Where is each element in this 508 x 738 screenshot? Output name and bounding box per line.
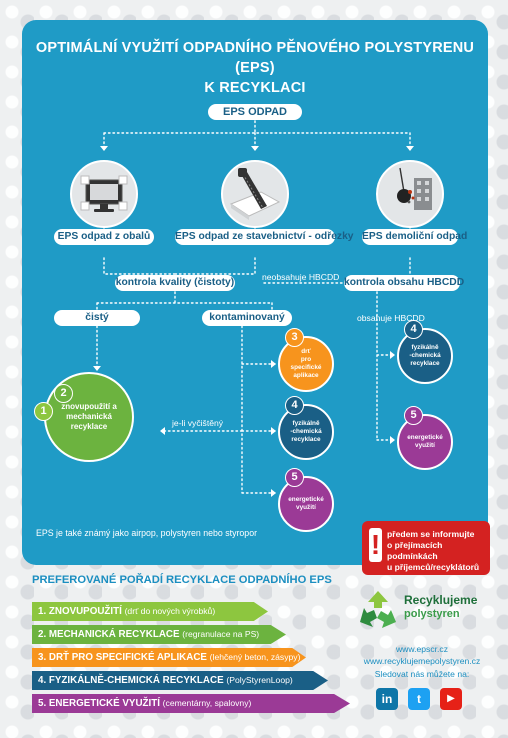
exclamation-icon: ! bbox=[369, 528, 382, 562]
title-line-1: OPTIMÁLNÍ VYUŽITÍ ODPADNÍHO PĚNOVÉHO POL… bbox=[35, 40, 475, 76]
physchem-circle-hbcdd: fyzikálně -chemická recyklace bbox=[397, 328, 453, 384]
physchem-line-1: fyzikálně bbox=[292, 420, 320, 427]
flow-panel: OPTIMÁLNÍ VYUŽITÍ ODPADNÍHO PĚNOVÉHO POL… bbox=[22, 20, 488, 565]
rank-5-detail: (cementárny, spalovny) bbox=[162, 698, 252, 708]
rank-row-3: 3. DRŤ PRO SPECIFICKÉ APLIKACE (lehčený … bbox=[32, 648, 306, 667]
brand-line-2: polystyren bbox=[404, 608, 460, 620]
website-link-recyklujeme[interactable]: www.recyklujemepolystyren.cz bbox=[363, 656, 481, 666]
saw-cutting-icon bbox=[229, 168, 281, 220]
demolition-source bbox=[376, 160, 444, 228]
rank-2-detail: (regranulace na PS) bbox=[182, 629, 260, 639]
rank-badge-4-hbcdd: 4 bbox=[404, 320, 423, 339]
warning-line-2: o přejímacích podmínkách bbox=[387, 540, 443, 561]
contaminated-box: kontaminovaný bbox=[202, 310, 292, 326]
warning-line-1: předem se informujte bbox=[387, 529, 475, 539]
rank-badge-2: 2 bbox=[54, 384, 73, 403]
if-cleaned-label: je-li vyčištěný bbox=[172, 418, 224, 428]
specific-line-1: drť bbox=[301, 348, 311, 355]
brand-line-1: Recyklujeme bbox=[404, 593, 478, 607]
energy-text-contaminated: energetické využití bbox=[288, 496, 324, 511]
rank-4-label: 4. FYZIKÁLNĚ-CHEMICKÁ RECYKLACE bbox=[38, 675, 224, 686]
source-demolition-label: EPS demoliční odpad bbox=[362, 229, 467, 245]
rank-1-label: 1. ZNOVUPOUŽITÍ bbox=[38, 606, 122, 617]
physchem-hbcdd-line-2: -chemická recyklace bbox=[409, 352, 441, 367]
contains-hbcdd-label: obsahuje HBCDD bbox=[357, 313, 425, 323]
energy-circle-contaminated: energetické využití bbox=[278, 476, 334, 532]
eps-alias-note: EPS je také známý jako airpop, polystyre… bbox=[36, 528, 258, 538]
follow-us-label: Sledovat nás můžete na: bbox=[374, 669, 470, 679]
rank-badge-5-hbcdd: 5 bbox=[404, 406, 423, 425]
wrecking-ball-icon bbox=[397, 167, 432, 210]
rank-badge-1: 1 bbox=[34, 402, 53, 421]
connector-lines bbox=[93, 120, 414, 497]
rank-badge-4-contaminated: 4 bbox=[285, 396, 304, 415]
specific-applications-circle: drť pro specifické aplikace bbox=[278, 336, 334, 392]
title-line-2: K RECYKLACI bbox=[204, 80, 306, 96]
rank-badge-5-contaminated: 5 bbox=[285, 468, 304, 487]
warning-box: ! předem se informujte o přejímacích pod… bbox=[362, 521, 490, 575]
hbcdd-check-box: kontrola obsahu HBCDD bbox=[344, 275, 464, 291]
page-title: OPTIMÁLNÍ VYUŽITÍ ODPADNÍHO PĚNOVÉHO POL… bbox=[22, 38, 488, 98]
energy-text-hbcdd: energetické využití bbox=[407, 434, 443, 449]
rank-1-detail: (drť do nových výrobků) bbox=[124, 606, 216, 616]
preferred-order-title: PREFEROVANÉ POŘADÍ RECYKLACE ODPADNÍHO E… bbox=[32, 574, 332, 586]
rank-3-detail: (lehčený beton, zásypy) bbox=[209, 652, 301, 662]
eps-waste-box: EPS ODPAD bbox=[208, 104, 302, 120]
no-hbcdd-label: neobsahuje HBCDD bbox=[262, 272, 340, 282]
linkedin-icon[interactable]: in bbox=[376, 688, 398, 710]
source-construction-label: EPS odpad ze stavebnictví - odřezky bbox=[175, 229, 354, 245]
construction-source bbox=[221, 160, 289, 228]
rank-3-label: 3. DRŤ PRO SPECIFICKÉ APLIKACE bbox=[38, 652, 207, 663]
rank-row-1: 1. ZNOVUPOUŽITÍ (drť do nových výrobků) bbox=[32, 602, 268, 621]
reuse-mechanical-text: znovupoužití a mechanická recyklace bbox=[61, 402, 117, 431]
physchem-circle-contaminated: fyzikálně -chemická recyklace bbox=[278, 404, 334, 460]
clean-box: čistý bbox=[54, 310, 140, 326]
warning-line-3: u příjemců/recyklátorů bbox=[387, 562, 480, 572]
rank-2-label: 2. MECHANICKÁ RECYKLACE bbox=[38, 629, 180, 640]
monitor-packaging-icon bbox=[80, 175, 128, 212]
physchem-line-2: -chemická recyklace bbox=[290, 428, 322, 443]
rank-row-4: 4. FYZIKÁLNĚ-CHEMICKÁ RECYKLACE (PolySty… bbox=[32, 671, 328, 690]
quality-check-box: kontrola kvality (čistoty) bbox=[115, 275, 235, 291]
rank-5-label: 5. ENERGETICKÉ VYUŽITÍ bbox=[38, 698, 160, 709]
source-packaging-label: EPS odpad z obalů bbox=[54, 229, 154, 245]
recycle-logo-icon bbox=[360, 591, 396, 628]
website-link-epscr[interactable]: www.epscr.cz bbox=[395, 644, 449, 654]
rank-row-2: 2. MECHANICKÁ RECYKLACE (regranulace na … bbox=[32, 625, 286, 644]
energy-circle-hbcdd: energetické využití bbox=[397, 414, 453, 470]
rank-4-detail: (PolyStyrenLoop) bbox=[226, 675, 293, 685]
rank-row-5: 5. ENERGETICKÉ VYUŽITÍ (cementárny, spal… bbox=[32, 694, 350, 713]
rank-badge-3: 3 bbox=[285, 328, 304, 347]
youtube-icon[interactable]: ▶ bbox=[440, 688, 462, 710]
twitter-icon[interactable]: t bbox=[408, 688, 430, 710]
packaging-source bbox=[70, 160, 138, 228]
specific-line-2: pro specifické aplikace bbox=[290, 356, 322, 379]
physchem-hbcdd-line-1: fyzikálně bbox=[411, 344, 439, 351]
